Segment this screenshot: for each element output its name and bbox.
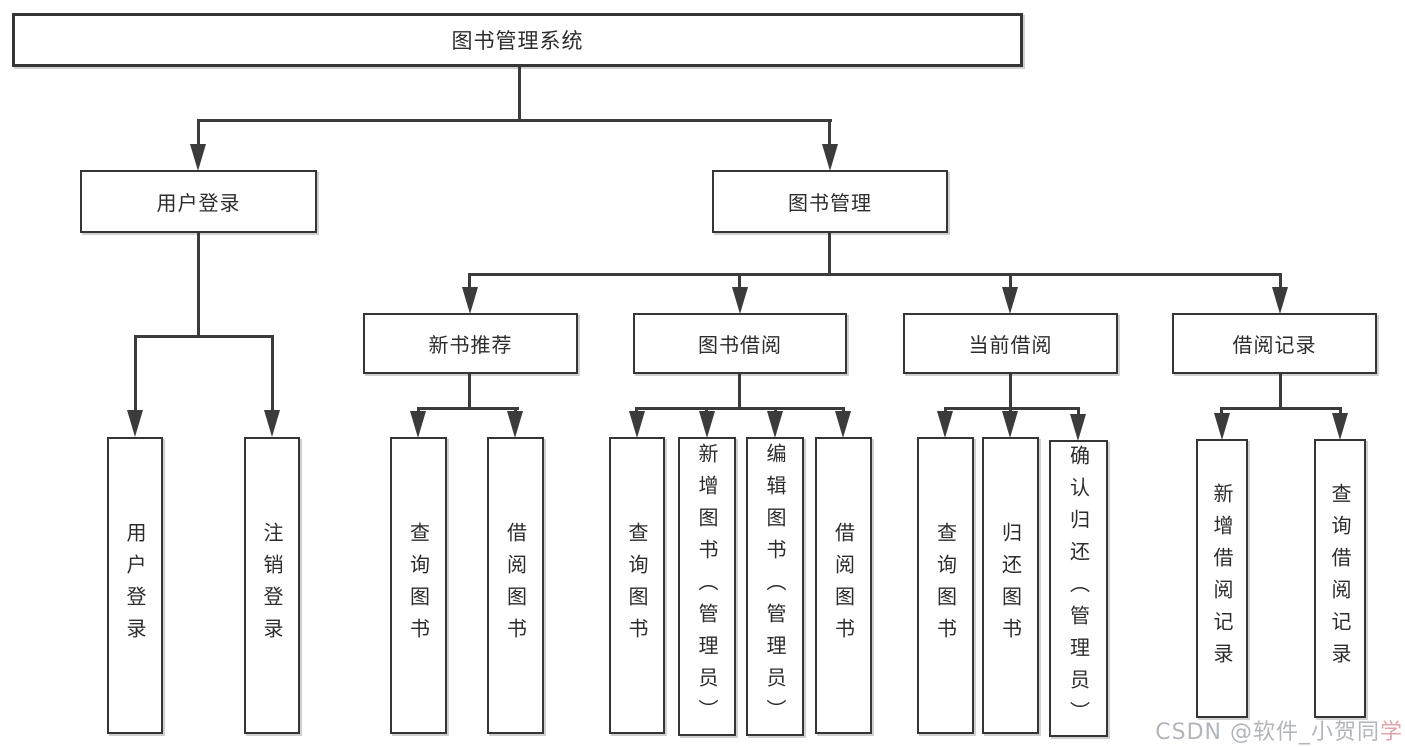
connector-line xyxy=(1279,273,1282,291)
node-current-borrow-label: 当前借阅 xyxy=(968,333,1053,357)
arrowhead-down-icon xyxy=(1332,413,1348,440)
arrowhead-down-icon xyxy=(1002,411,1018,438)
leaf-query-books-1: 查询图书 xyxy=(390,437,447,734)
leaf-user-login-label: 用户登录 xyxy=(123,521,147,650)
leaf-confirm-return-admin: 确认归还（管理员） xyxy=(1049,440,1108,737)
leaf-query-books-2-label: 查询图书 xyxy=(625,521,649,650)
arrowhead-down-icon xyxy=(462,287,478,314)
connector-line xyxy=(1009,374,1012,407)
connector-line xyxy=(418,407,519,410)
leaf-borrow-books-1-label: 借阅图书 xyxy=(503,521,528,650)
arrowhead-down-icon xyxy=(822,144,838,171)
leaf-borrow-books-2: 借阅图书 xyxy=(815,437,872,734)
node-new-book-recommend-label: 新书推荐 xyxy=(428,333,513,357)
leaf-add-books-admin-label: 新增图书（管理员） xyxy=(695,442,719,731)
connector-line xyxy=(1077,407,1080,417)
connector-line xyxy=(468,273,471,291)
connector-line xyxy=(271,335,274,415)
leaf-return-books-label: 归还图书 xyxy=(998,521,1023,650)
arrowhead-down-icon xyxy=(937,411,953,438)
leaf-return-books: 归还图书 xyxy=(982,437,1039,734)
connector-line xyxy=(1339,407,1342,416)
node-book-management: 图书管理 xyxy=(712,170,948,233)
node-new-book-recommend: 新书推荐 xyxy=(363,313,578,374)
arrowhead-down-icon xyxy=(629,411,645,438)
node-book-management-label: 图书管理 xyxy=(788,191,872,215)
arrowhead-down-icon xyxy=(410,411,426,438)
watermark: CSDN @软件_小贺同学 xyxy=(1155,714,1403,746)
connector-line xyxy=(134,335,274,338)
leaf-edit-books-admin-label: 编辑图书（管理员） xyxy=(763,442,787,731)
connector-line xyxy=(828,233,831,273)
arrowhead-down-icon xyxy=(699,411,715,438)
connector-line xyxy=(468,374,471,407)
connector-line xyxy=(1220,407,1223,416)
connector-line xyxy=(197,119,200,149)
leaf-add-borrow-record-label: 新增借阅记录 xyxy=(1210,482,1234,675)
leaf-query-borrow-record-label: 查询借阅记录 xyxy=(1328,482,1352,675)
arrowhead-down-icon xyxy=(507,411,523,438)
node-root: 图书管理系统 xyxy=(12,13,1023,67)
arrowhead-down-icon xyxy=(127,410,143,437)
node-current-borrow: 当前借阅 xyxy=(903,313,1118,374)
leaf-borrow-books-1: 借阅图书 xyxy=(487,437,544,734)
connector-line xyxy=(1221,407,1341,410)
leaf-edit-books-admin: 编辑图书（管理员） xyxy=(746,437,804,736)
arrowhead-down-icon xyxy=(190,144,206,171)
connector-line xyxy=(468,273,1282,276)
connector-line xyxy=(738,273,741,291)
leaf-add-borrow-record: 新增借阅记录 xyxy=(1196,439,1248,718)
node-borrow-records: 借阅记录 xyxy=(1172,313,1377,374)
arrowhead-down-icon xyxy=(732,287,748,314)
connector-line xyxy=(636,407,844,410)
connector-line xyxy=(738,374,741,407)
node-book-borrow-label: 图书借阅 xyxy=(698,333,782,357)
leaf-query-books-1-label: 查询图书 xyxy=(406,521,431,650)
leaf-logout-label: 注销登录 xyxy=(260,521,284,650)
node-user-login-label: 用户登录 xyxy=(156,191,241,215)
leaf-borrow-books-2-label: 借阅图书 xyxy=(831,521,856,650)
arrowhead-down-icon xyxy=(1002,287,1018,314)
leaf-confirm-return-admin-label: 确认归还（管理员） xyxy=(1066,444,1091,733)
leaf-query-books-3: 查询图书 xyxy=(917,437,974,734)
arrowhead-down-icon xyxy=(264,410,280,437)
arrowhead-down-icon xyxy=(1070,414,1086,441)
watermark-accent: 学 xyxy=(1379,720,1403,745)
arrowhead-down-icon xyxy=(835,411,851,438)
watermark-text: CSDN @软件_小贺同 xyxy=(1155,720,1380,745)
arrowhead-down-icon xyxy=(1214,413,1230,440)
arrowhead-down-icon xyxy=(767,411,783,438)
leaf-query-books-3-label: 查询图书 xyxy=(933,521,958,650)
connector-line xyxy=(1279,374,1282,407)
node-root-label: 图书管理系统 xyxy=(451,29,584,53)
connector-line xyxy=(1009,273,1012,291)
connector-line xyxy=(197,233,200,335)
connector-line xyxy=(518,67,521,119)
arrowhead-down-icon xyxy=(1272,287,1288,314)
node-borrow-records-label: 借阅记录 xyxy=(1232,333,1317,357)
leaf-user-login: 用户登录 xyxy=(107,437,163,734)
leaf-add-books-admin: 新增图书（管理员） xyxy=(678,437,736,736)
node-book-borrow: 图书借阅 xyxy=(633,313,847,374)
connector-line xyxy=(197,119,832,122)
connector-line xyxy=(134,335,137,415)
leaf-query-borrow-record: 查询借阅记录 xyxy=(1314,439,1366,718)
leaf-query-books-2: 查询图书 xyxy=(609,437,665,734)
connector-line xyxy=(828,119,831,149)
node-user-login: 用户登录 xyxy=(80,170,317,233)
leaf-logout: 注销登录 xyxy=(244,437,300,734)
